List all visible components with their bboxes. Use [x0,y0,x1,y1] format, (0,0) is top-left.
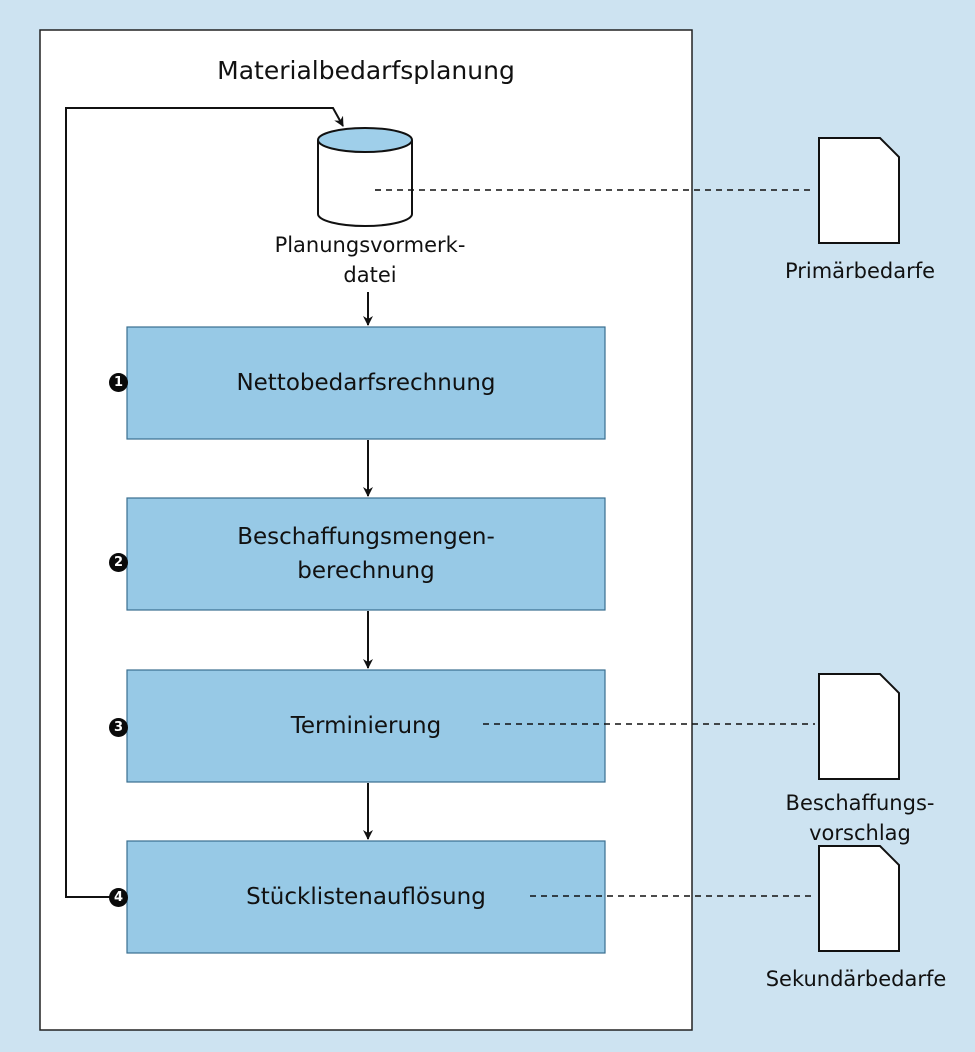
step-box-2[interactable] [126,497,606,611]
cylinder-database-icon [317,127,413,227]
document-label-proposal: Beschaffungs- vorschlag [755,788,965,848]
document-label-proposal-line2: vorschlag [809,821,911,845]
step-box-1[interactable] [126,326,606,440]
database-label: Planungsvormerk- datei [215,230,525,290]
step-label-4: Stücklistenauflösung [127,841,605,953]
step-label-1-line1: Nettobedarfsrechnung [236,370,496,396]
step-number-badge-3: 3 [109,718,128,737]
diagram-title: Materialbedarfsplanung [217,56,515,85]
feedback-loop-arrow [65,107,344,898]
document-label-secondary-line1: Sekundärbedarfe [765,967,947,991]
step-label-1: Nettobedarfsrechnung [127,327,605,439]
step-box-4[interactable] [126,840,606,954]
step-label-3: Terminierung [127,670,605,782]
step-label-2-line2: berechnung [297,558,435,584]
document-icon-proposal[interactable] [818,673,900,780]
step-box-3[interactable] [126,669,606,783]
document-label-primary: Primärbedarfe [755,256,965,286]
step-label-2: Beschaffungsmengen- berechnung [127,498,605,610]
step-number-badge-4: 4 [109,888,128,907]
step-number-badge-1: 1 [109,373,128,392]
database-label-line1: Planungsvormerk- [274,233,466,257]
document-icon-primary[interactable] [818,137,900,244]
step-label-2-line1: Beschaffungsmengen- [237,524,495,550]
step-label-4-line1: Stücklistenauflösung [246,884,486,910]
document-icon-secondary[interactable] [818,845,900,952]
database-label-line2: datei [343,263,397,287]
document-label-proposal-line1: Beschaffungs- [785,791,935,815]
step-label-3-line1: Terminierung [290,713,442,739]
document-label-secondary: Sekundärbedarfe [745,964,967,994]
step-number-badge-2: 2 [109,553,128,572]
document-label-primary-line1: Primärbedarfe [784,259,936,283]
